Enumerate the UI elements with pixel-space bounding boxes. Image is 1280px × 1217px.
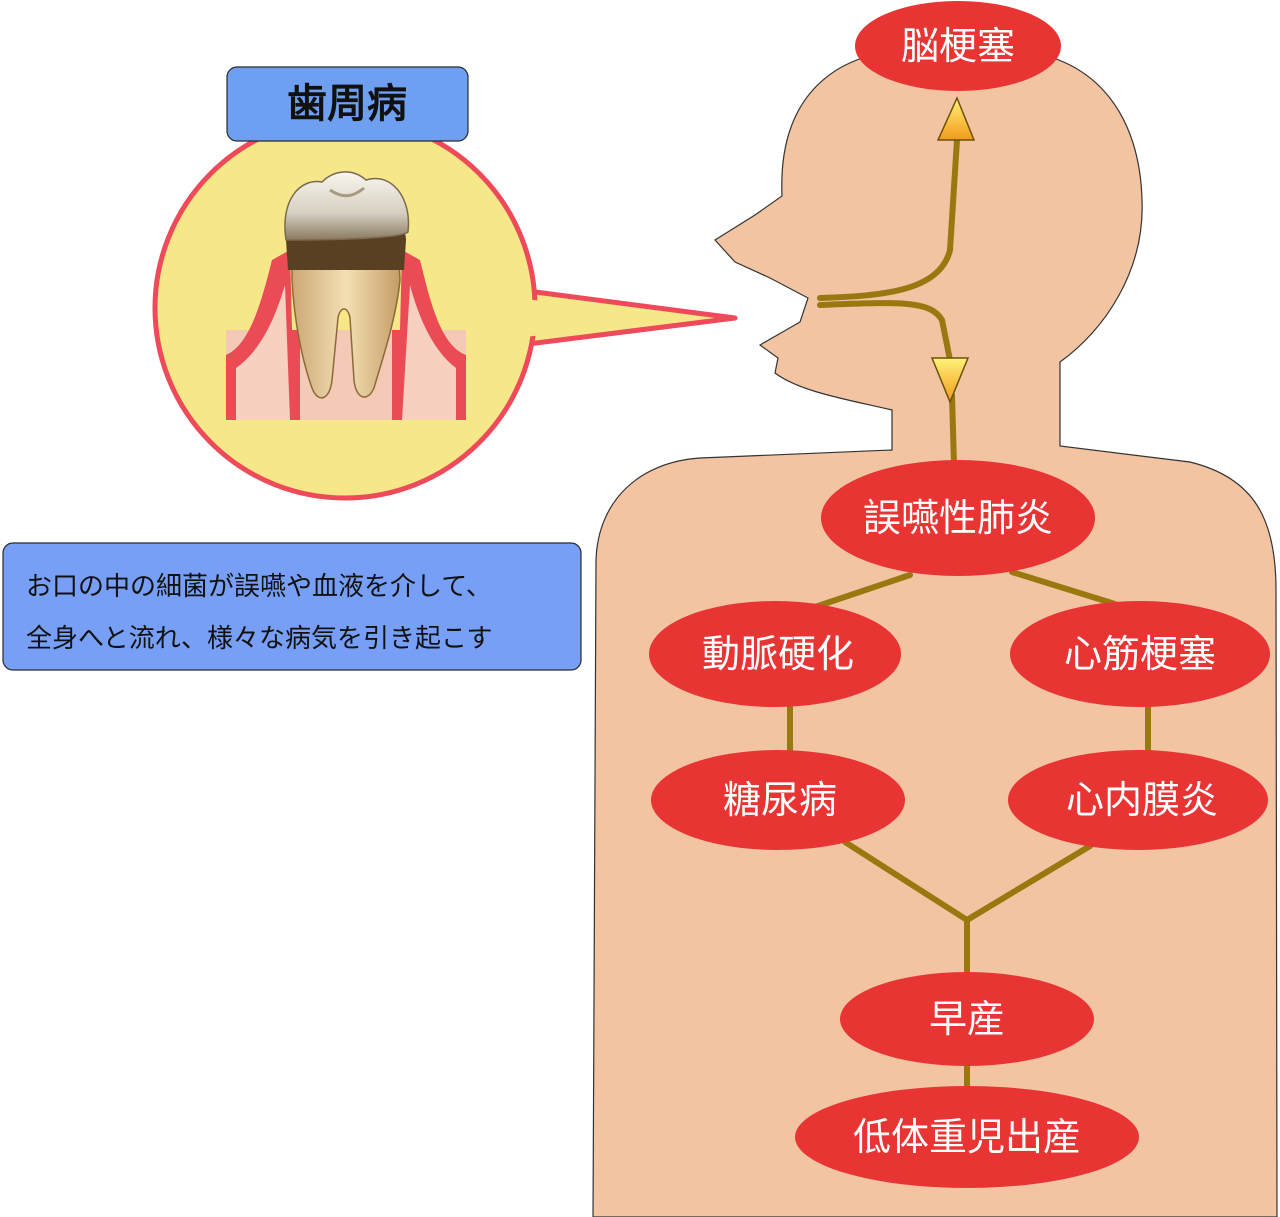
description-line-1: お口の中の細菌が誤嚥や血液を介して、 xyxy=(26,572,492,602)
node-endocarditis-label: 心内膜炎 xyxy=(1066,778,1218,822)
description-box xyxy=(2,542,582,671)
node-myocardial-infarction xyxy=(1010,601,1270,707)
node-arteriosclerosis-label: 動脈硬化 xyxy=(702,632,854,676)
node-stroke-label: 脳梗塞 xyxy=(901,24,1015,68)
node-aspiration-pneumonia-label: 誤嚥性肺炎 xyxy=(863,496,1053,540)
node-diabetes xyxy=(651,750,905,850)
arrow-up-icon xyxy=(936,96,976,141)
title-box xyxy=(226,66,469,142)
node-premature-birth xyxy=(840,972,1094,1066)
node-arteriosclerosis xyxy=(649,601,901,707)
node-myocardial-infarction-label: 心筋梗塞 xyxy=(1064,632,1216,676)
arrow-down-icon xyxy=(930,357,970,404)
node-endocarditis xyxy=(1008,750,1268,850)
node-low-birth-weight-label: 低体重児出産 xyxy=(853,1115,1081,1159)
node-premature-birth-label: 早産 xyxy=(929,997,1005,1041)
page-title: 歯周病 xyxy=(287,81,407,127)
tooth-illustration xyxy=(226,171,466,420)
pathway-lines xyxy=(787,137,1151,1091)
node-diabetes-label: 糖尿病 xyxy=(723,778,837,822)
node-stroke xyxy=(855,1,1061,91)
description-line-2: 全身へと流れ、様々な病気を引き起こす xyxy=(26,624,492,654)
node-low-birth-weight xyxy=(795,1086,1139,1188)
node-aspiration-pneumonia xyxy=(821,460,1095,576)
